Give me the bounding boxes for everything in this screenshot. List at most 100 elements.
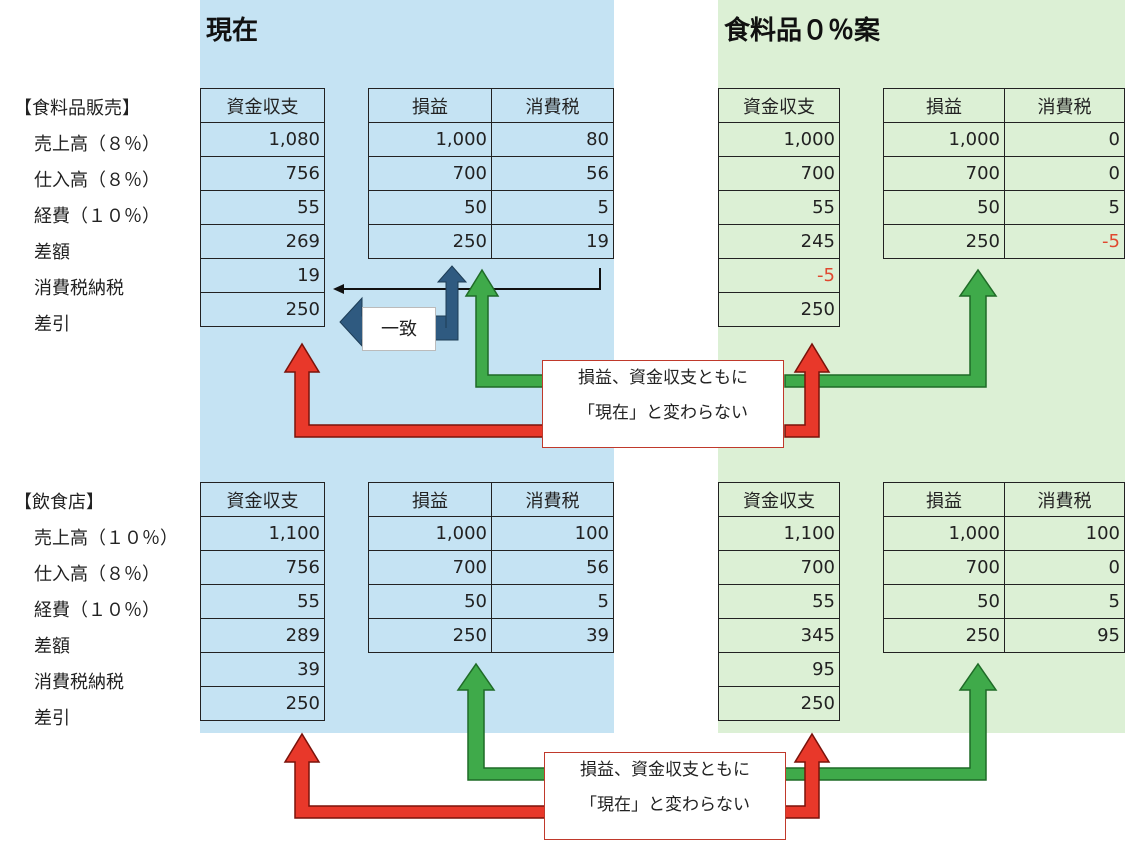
food-zero-cash-table: 資金収支 1,000 700 55 245 -5 250 <box>718 88 840 327</box>
cell-value: 100 <box>491 516 614 551</box>
bottom-red-arrow-right <box>784 732 831 819</box>
cell-value: 50 <box>883 190 1005 225</box>
row-label-difference: 差額 <box>34 242 70 263</box>
cell-value: 1,100 <box>718 516 840 551</box>
column-header-tax: 消費税 <box>491 88 614 123</box>
column-header-cash: 資金収支 <box>718 88 840 123</box>
cell-value: 269 <box>200 224 325 259</box>
cell-value: 55 <box>200 584 325 619</box>
row-label-purchases: 仕入高（８％） <box>34 564 160 585</box>
cell-value: 19 <box>491 224 614 259</box>
cell-value: 5 <box>491 190 614 225</box>
row-label-difference: 差額 <box>34 636 70 657</box>
cell-value: 250 <box>718 686 840 721</box>
cell-value: 250 <box>718 292 840 327</box>
cell-value: 700 <box>883 550 1005 585</box>
callout-top: 損益、資金収支ともに 「現在」と変わらない <box>542 360 784 448</box>
callout-bottom: 損益、資金収支ともに 「現在」と変わらない <box>544 752 786 840</box>
food-current-cash-table: 資金収支 1,080 756 55 269 19 250 <box>200 88 325 327</box>
column-header-pl: 損益 <box>883 482 1005 517</box>
row-label-expenses: 経費（１０％） <box>34 206 160 227</box>
restaurant-current-cash-table: 資金収支 1,100 756 55 289 39 250 <box>200 482 325 721</box>
cell-value-negative: -5 <box>718 258 840 293</box>
cell-value: 250 <box>200 686 325 721</box>
restaurant-zero-cash-table: 資金収支 1,100 700 55 345 95 250 <box>718 482 840 721</box>
cell-value: 5 <box>491 584 614 619</box>
cell-value: 95 <box>718 652 840 687</box>
cell-value: 0 <box>1004 122 1125 157</box>
column-header-cash: 資金収支 <box>200 88 325 123</box>
column-header-pl: 損益 <box>368 482 492 517</box>
column-header-tax: 消費税 <box>1004 482 1125 517</box>
cell-value: 700 <box>883 156 1005 191</box>
row-label-net: 差引 <box>34 708 70 729</box>
callout-line-1: 損益、資金収支ともに <box>580 760 750 780</box>
cell-value: 245 <box>718 224 840 259</box>
row-label-tax-payment: 消費税納税 <box>34 278 124 299</box>
cell-value: 100 <box>1004 516 1125 551</box>
cell-value: 50 <box>368 584 492 619</box>
column-header-tax: 消費税 <box>1004 88 1125 123</box>
top-green-arrow-left <box>464 268 546 388</box>
callout-line-2: 「現在」と変わらない <box>578 403 748 423</box>
cell-value: 700 <box>718 156 840 191</box>
cell-value: 756 <box>200 550 325 585</box>
cell-value: 1,000 <box>883 516 1005 551</box>
cell-value: 19 <box>200 258 325 293</box>
cell-value: 250 <box>883 618 1005 653</box>
cell-value: 55 <box>200 190 325 225</box>
cell-value: 1,000 <box>718 122 840 157</box>
section-label-food: 【食料品販売】 <box>14 98 140 119</box>
agree-label: 一致 <box>362 307 436 351</box>
section-label-restaurant: 【飲食店】 <box>14 492 104 513</box>
cell-value: 95 <box>1004 618 1125 653</box>
cell-value: 250 <box>368 224 492 259</box>
row-label-net: 差引 <box>34 314 70 335</box>
cell-value: 0 <box>1004 156 1125 191</box>
cell-value: 56 <box>491 550 614 585</box>
row-label-sales: 売上高（１０％） <box>34 528 178 549</box>
top-red-arrow-right <box>784 342 831 438</box>
tax-payment-line <box>340 268 601 290</box>
cell-value: 1,000 <box>883 122 1005 157</box>
cell-value: 756 <box>200 156 325 191</box>
column-header-tax: 消費税 <box>491 482 614 517</box>
cell-value: 345 <box>718 618 840 653</box>
cell-value: 289 <box>200 618 325 653</box>
cell-value-negative: -5 <box>1004 224 1125 259</box>
tax-payment-arrowhead <box>333 284 344 294</box>
cell-value: 56 <box>491 156 614 191</box>
cell-value: 250 <box>368 618 492 653</box>
cell-value: 700 <box>368 550 492 585</box>
cell-value: 50 <box>368 190 492 225</box>
callout-line-1: 損益、資金収支ともに <box>578 368 748 388</box>
cell-value: 0 <box>1004 550 1125 585</box>
heading-zero-rate: 食料品０％案 <box>724 16 881 46</box>
cell-value: 5 <box>1004 584 1125 619</box>
heading-current: 現在 <box>206 16 259 46</box>
cell-value: 250 <box>200 292 325 327</box>
cell-value: 700 <box>718 550 840 585</box>
cell-value: 1,100 <box>200 516 325 551</box>
row-label-expenses: 経費（１０％） <box>34 600 160 621</box>
column-header-pl: 損益 <box>883 88 1005 123</box>
cell-value: 55 <box>718 190 840 225</box>
bottom-green-arrow-left <box>456 662 546 781</box>
row-label-tax-payment: 消費税納税 <box>34 672 124 693</box>
cell-value: 55 <box>718 584 840 619</box>
column-header-cash: 資金収支 <box>200 482 325 517</box>
callout-line-2: 「現在」と変わらない <box>580 795 750 815</box>
column-header-pl: 損益 <box>368 88 492 123</box>
cell-value: 39 <box>200 652 325 687</box>
cell-value: 50 <box>883 584 1005 619</box>
cell-value: 1,000 <box>368 516 492 551</box>
cell-value: 1,080 <box>200 122 325 157</box>
column-header-cash: 資金収支 <box>718 482 840 517</box>
cell-value: 80 <box>491 122 614 157</box>
cell-value: 5 <box>1004 190 1125 225</box>
top-red-arrow-left <box>283 342 546 438</box>
